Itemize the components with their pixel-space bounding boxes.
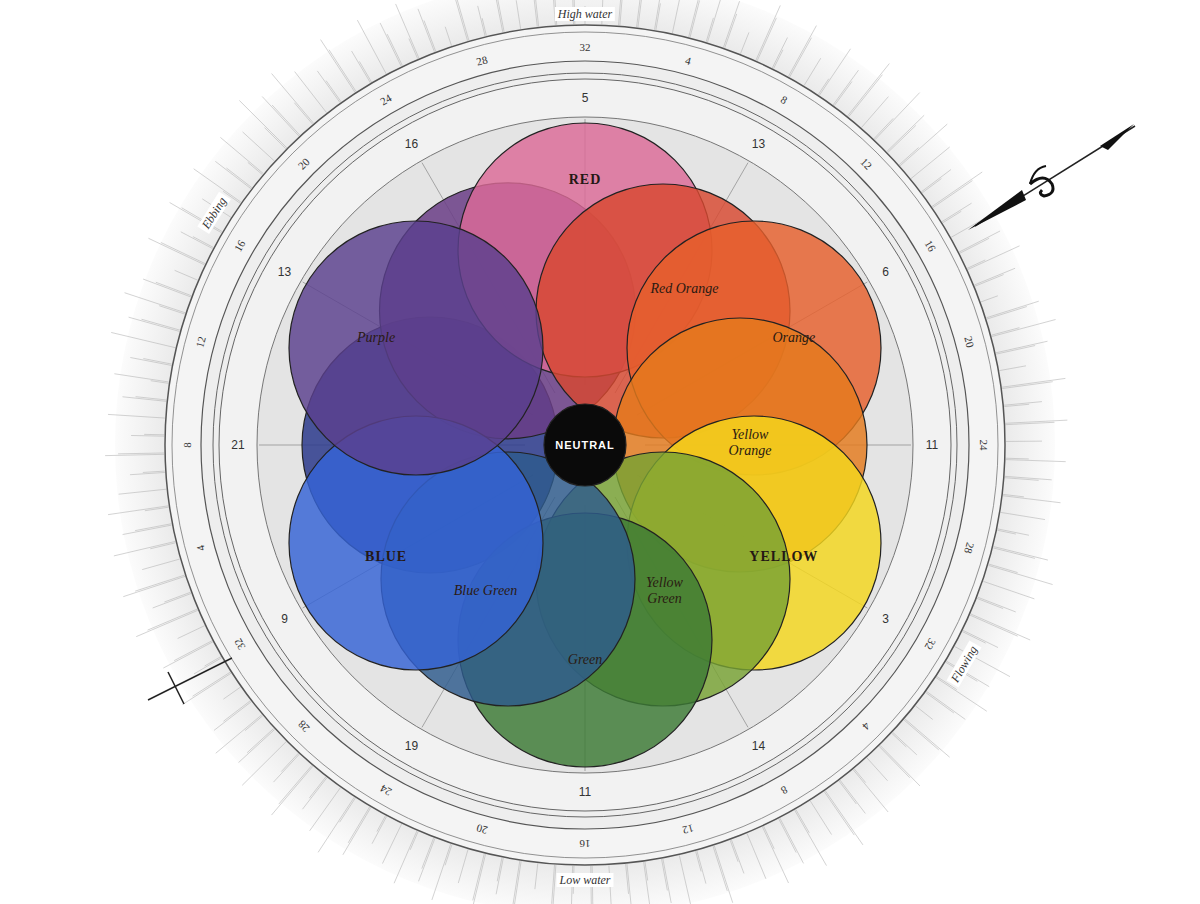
inner-ring-number: 11 [579, 786, 591, 798]
outer-ring-number: 4 [195, 544, 207, 552]
halo [115, 0, 1055, 904]
outer-ring-number: 16 [922, 238, 937, 253]
inner-ring-number: 11 [926, 439, 938, 451]
outer-ring-number: 24 [378, 93, 393, 108]
outer-ring-number: 24 [978, 440, 989, 451]
outer-ring-number: 16 [580, 838, 591, 849]
color-name: Yellow Green [630, 575, 700, 607]
inner-field [257, 117, 913, 773]
circle-outline [288, 220, 544, 476]
color-name: Yellow Orange [715, 427, 785, 459]
outer-ring-number: 4 [861, 721, 873, 733]
outer-ring-number: 20 [296, 156, 312, 172]
color-name: Blue Green [451, 583, 521, 599]
color-name: Purple [341, 329, 411, 345]
inner-ring-number: 16 [405, 138, 418, 150]
outer-ring-number: 8 [182, 442, 193, 448]
inner-ring-number: 5 [582, 92, 589, 104]
tide-label: Ebbing [197, 192, 230, 234]
inner-ring-number: 19 [405, 740, 418, 752]
ring-line [213, 73, 957, 817]
inner-ring-number: 14 [752, 740, 765, 752]
color-circle: NEUTRAL [543, 403, 627, 487]
radial-lines [259, 119, 911, 771]
halo-strokes [105, 0, 1067, 904]
color-name: Green [550, 652, 620, 668]
inner-ring-number: 9 [281, 613, 288, 625]
outer-ring-number: 12 [194, 335, 207, 348]
pointer [968, 124, 1135, 230]
outer-ring-number: 8 [779, 784, 789, 796]
inner-ring-number: 3 [882, 613, 889, 625]
outer-ring-number: 12 [859, 156, 875, 172]
outer-ring-number: 12 [681, 823, 694, 836]
inner-ring-number: 21 [231, 439, 244, 451]
cross-marker [148, 658, 232, 704]
ring-line [219, 79, 951, 811]
color-name: BLUE [365, 549, 407, 565]
outer-ring-number: 32 [922, 636, 937, 651]
color-name: Orange [759, 329, 829, 345]
outer-ring-number: 20 [475, 823, 488, 836]
outer-ring-number: 16 [233, 238, 248, 253]
inner-ring-number: 13 [278, 266, 291, 278]
tide-label: High water [555, 7, 615, 21]
outer-ring-number: 32 [580, 42, 591, 53]
outer-ring-number: 32 [233, 636, 248, 651]
tide-label: Low water [556, 873, 613, 887]
outer-ring-number: 28 [963, 541, 976, 554]
ring-line [172, 32, 998, 858]
color-name: Red Orange [650, 281, 720, 297]
outer-ring-number: 28 [296, 719, 312, 735]
ring-line [201, 61, 969, 829]
outer-ring-number: 28 [475, 54, 488, 67]
outer-ring-number: 24 [378, 782, 393, 797]
center-label: NEUTRAL [555, 439, 615, 451]
color-circle: Purple [288, 220, 544, 476]
outer-ring-number: 20 [963, 335, 976, 348]
color-name: RED [569, 172, 602, 188]
inner-ring-number: 13 [752, 138, 765, 150]
tide-label: Flowing [947, 641, 982, 688]
inner-ring-number: 6 [882, 266, 889, 278]
outer-ring-number: 4 [684, 55, 692, 67]
outer-ring [165, 25, 1005, 865]
color-name: YELLOW [749, 549, 818, 565]
outer-ring-number: 8 [779, 94, 789, 106]
